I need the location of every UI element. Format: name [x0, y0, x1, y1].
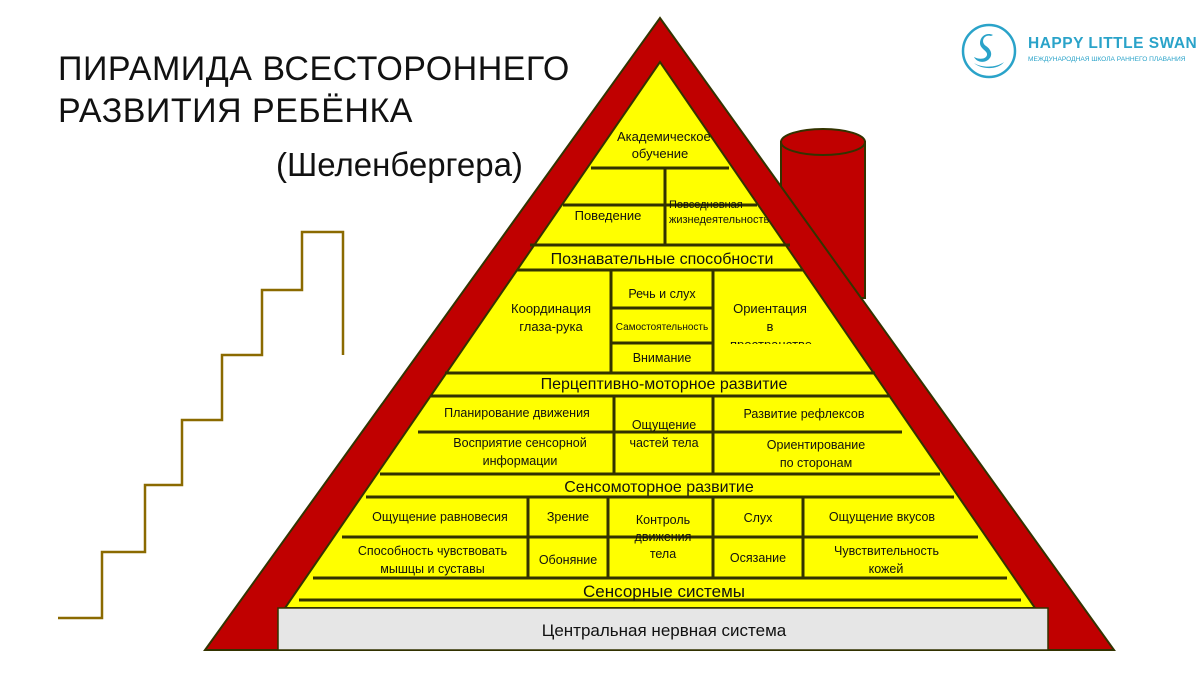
header-perceptual-motor: Перцептивно-моторное развитие — [541, 376, 788, 393]
label-independence: Самостоятельность — [616, 322, 708, 333]
title-line1: ПИРАМИДА ВСЕСТОРОННЕГО — [58, 50, 570, 88]
label-academic-text: Академическое обучение — [585, 128, 735, 162]
label-skin-sensitivity: Чувствительность кожей — [806, 542, 966, 578]
label-balance: Ощущение равновесия — [372, 510, 508, 524]
label-speech: Речь и слух — [628, 287, 696, 301]
label-body-parts: Ощущение частей тела — [614, 416, 714, 452]
brand-logo: HAPPY LITTLE SWAN МЕЖДУНАРОДНАЯ ШКОЛА РА… — [960, 22, 1190, 82]
eye-hand-box: Координация глаза-рука — [495, 300, 607, 344]
label-cns: Центральная нервная система — [542, 621, 787, 640]
sides-box: Ориентирование по сторонам — [736, 436, 896, 476]
body-parts-box: Ощущение частей тела — [614, 416, 714, 456]
label-vision: Зрение — [547, 510, 589, 524]
label-hearing: Слух — [744, 511, 774, 525]
label-reflexes: Развитие рефлексов — [744, 407, 865, 421]
title-line2: РАЗВИТИЯ РЕБЁНКА — [58, 92, 413, 130]
label-orientation: Ориентация в пространстве — [716, 300, 824, 344]
label-attention: Внимание — [633, 351, 692, 365]
label-movement-control: Контроль движения тела — [612, 512, 714, 563]
label-sides: Ориентирование по сторонам — [736, 436, 896, 472]
chimney-top — [781, 129, 865, 155]
label-daily-life: Повседневная жизнедеятельность — [666, 198, 776, 228]
orientation-box: Ориентация в пространстве — [716, 300, 824, 344]
label-eye-hand: Координация глаза-рука — [495, 300, 607, 336]
label-sensory-perception: Восприятие сенсорной информации — [425, 434, 615, 470]
skin-box: Чувствительность кожей — [806, 542, 966, 582]
sensory-perception-box: Восприятие сенсорной информации — [425, 434, 615, 474]
brand-tagline: МЕЖДУНАРОДНАЯ ШКОЛА РАННЕГО ПЛАВАНИЯ — [1028, 56, 1186, 63]
label-touch: Осязание — [730, 551, 786, 565]
page-subtitle: (Шеленбергера) — [276, 146, 523, 184]
label-proprioception: Способность чувствовать мышцы и суставы — [335, 542, 530, 578]
header-cognitive: Познавательные способности — [551, 251, 774, 268]
label-sensory-systems: Сенсорные системы — [583, 582, 745, 601]
swan-icon — [960, 22, 1018, 80]
page-title: ПИРАМИДА ВСЕСТОРОННЕГО РАЗВИТИЯ РЕБЁНКА — [58, 48, 570, 132]
header-sensorimotor: Сенсомоторное развитие — [564, 479, 754, 496]
movement-control-box: Контроль движения тела — [612, 512, 714, 568]
proprioception-box: Способность чувствовать мышцы и суставы — [335, 542, 530, 582]
label-motor-planning: Планирование движения — [444, 406, 590, 420]
label-behavior: Поведение — [575, 208, 642, 223]
label-smell: Обоняние — [539, 553, 597, 567]
label-taste: Ощущение вкусов — [829, 510, 936, 524]
daily-life-box: Повседневная жизнедеятельность — [666, 198, 776, 238]
brand-name: HAPPY LITTLE SWAN — [1028, 35, 1197, 53]
academic-box: Академическое обучение — [585, 128, 735, 168]
